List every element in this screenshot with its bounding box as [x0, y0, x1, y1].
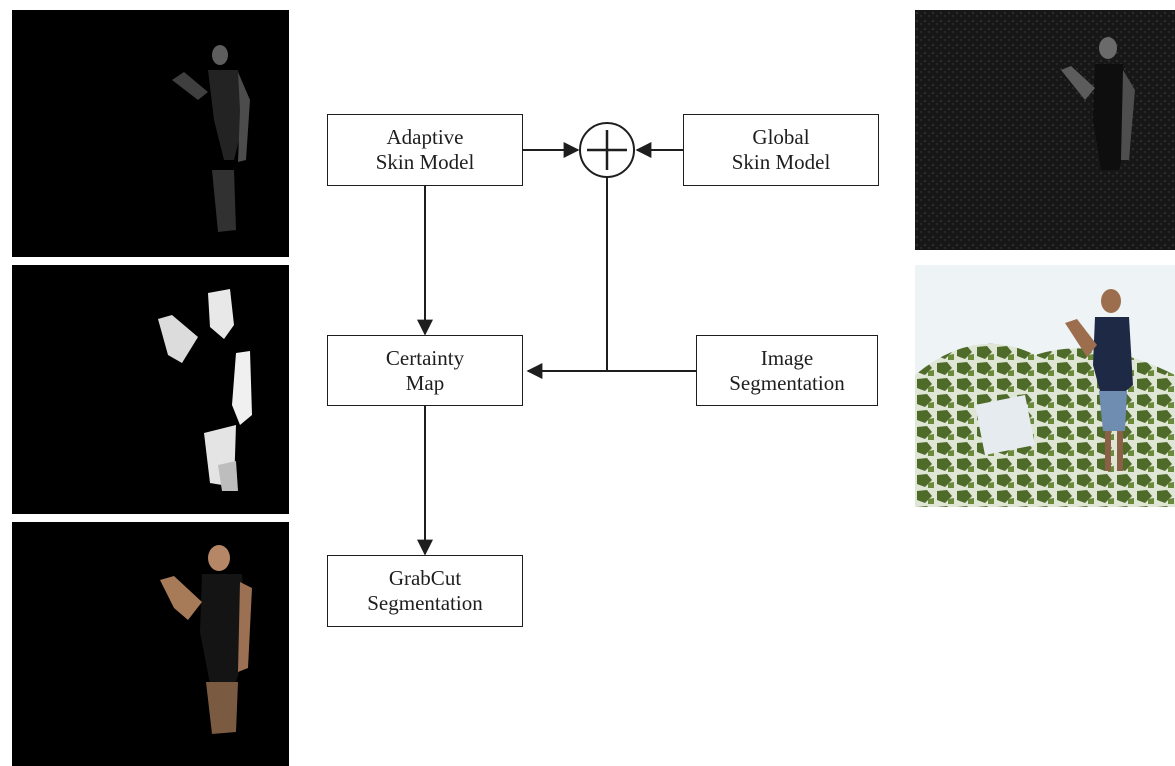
adaptive-skin-probability-image [12, 10, 289, 257]
certainty-map-image [12, 265, 289, 514]
global-skin-model-box: Global Skin Model [683, 114, 879, 186]
grabcut-segmentation-label-line1: GrabCut [388, 566, 462, 590]
certainty-map-label-line2: Map [405, 370, 445, 395]
global-skin-probability-image [915, 10, 1175, 250]
certainty-map-box: Certainty Map [327, 335, 523, 406]
grabcut-segmentation-box: GrabCut Segmentation [327, 555, 523, 627]
adaptive-skin-model-box: Adaptive Skin Model [327, 114, 523, 186]
global-skin-model-label-line2: Skin Model [731, 150, 831, 174]
image-segmentation-label-line1: Image [760, 345, 814, 370]
edge-combiner-to-certainty [526, 177, 608, 379]
adaptive-skin-model-label-line1: Adaptive [386, 125, 464, 149]
grabcut-result-image [12, 522, 289, 766]
combiner-node [579, 122, 635, 178]
image-segmentation-label-line2: Segmentation [729, 370, 845, 395]
grabcut-segmentation-label-line2: Segmentation [367, 591, 483, 615]
global-skin-model-label-line1: Global [752, 125, 810, 149]
image-segmentation-box: Image Segmentation [696, 335, 878, 406]
superpixel-segmentation-image [915, 265, 1175, 507]
certainty-map-label-line1: Certainty [385, 345, 465, 370]
adaptive-skin-model-label-line2: Skin Model [375, 150, 475, 174]
